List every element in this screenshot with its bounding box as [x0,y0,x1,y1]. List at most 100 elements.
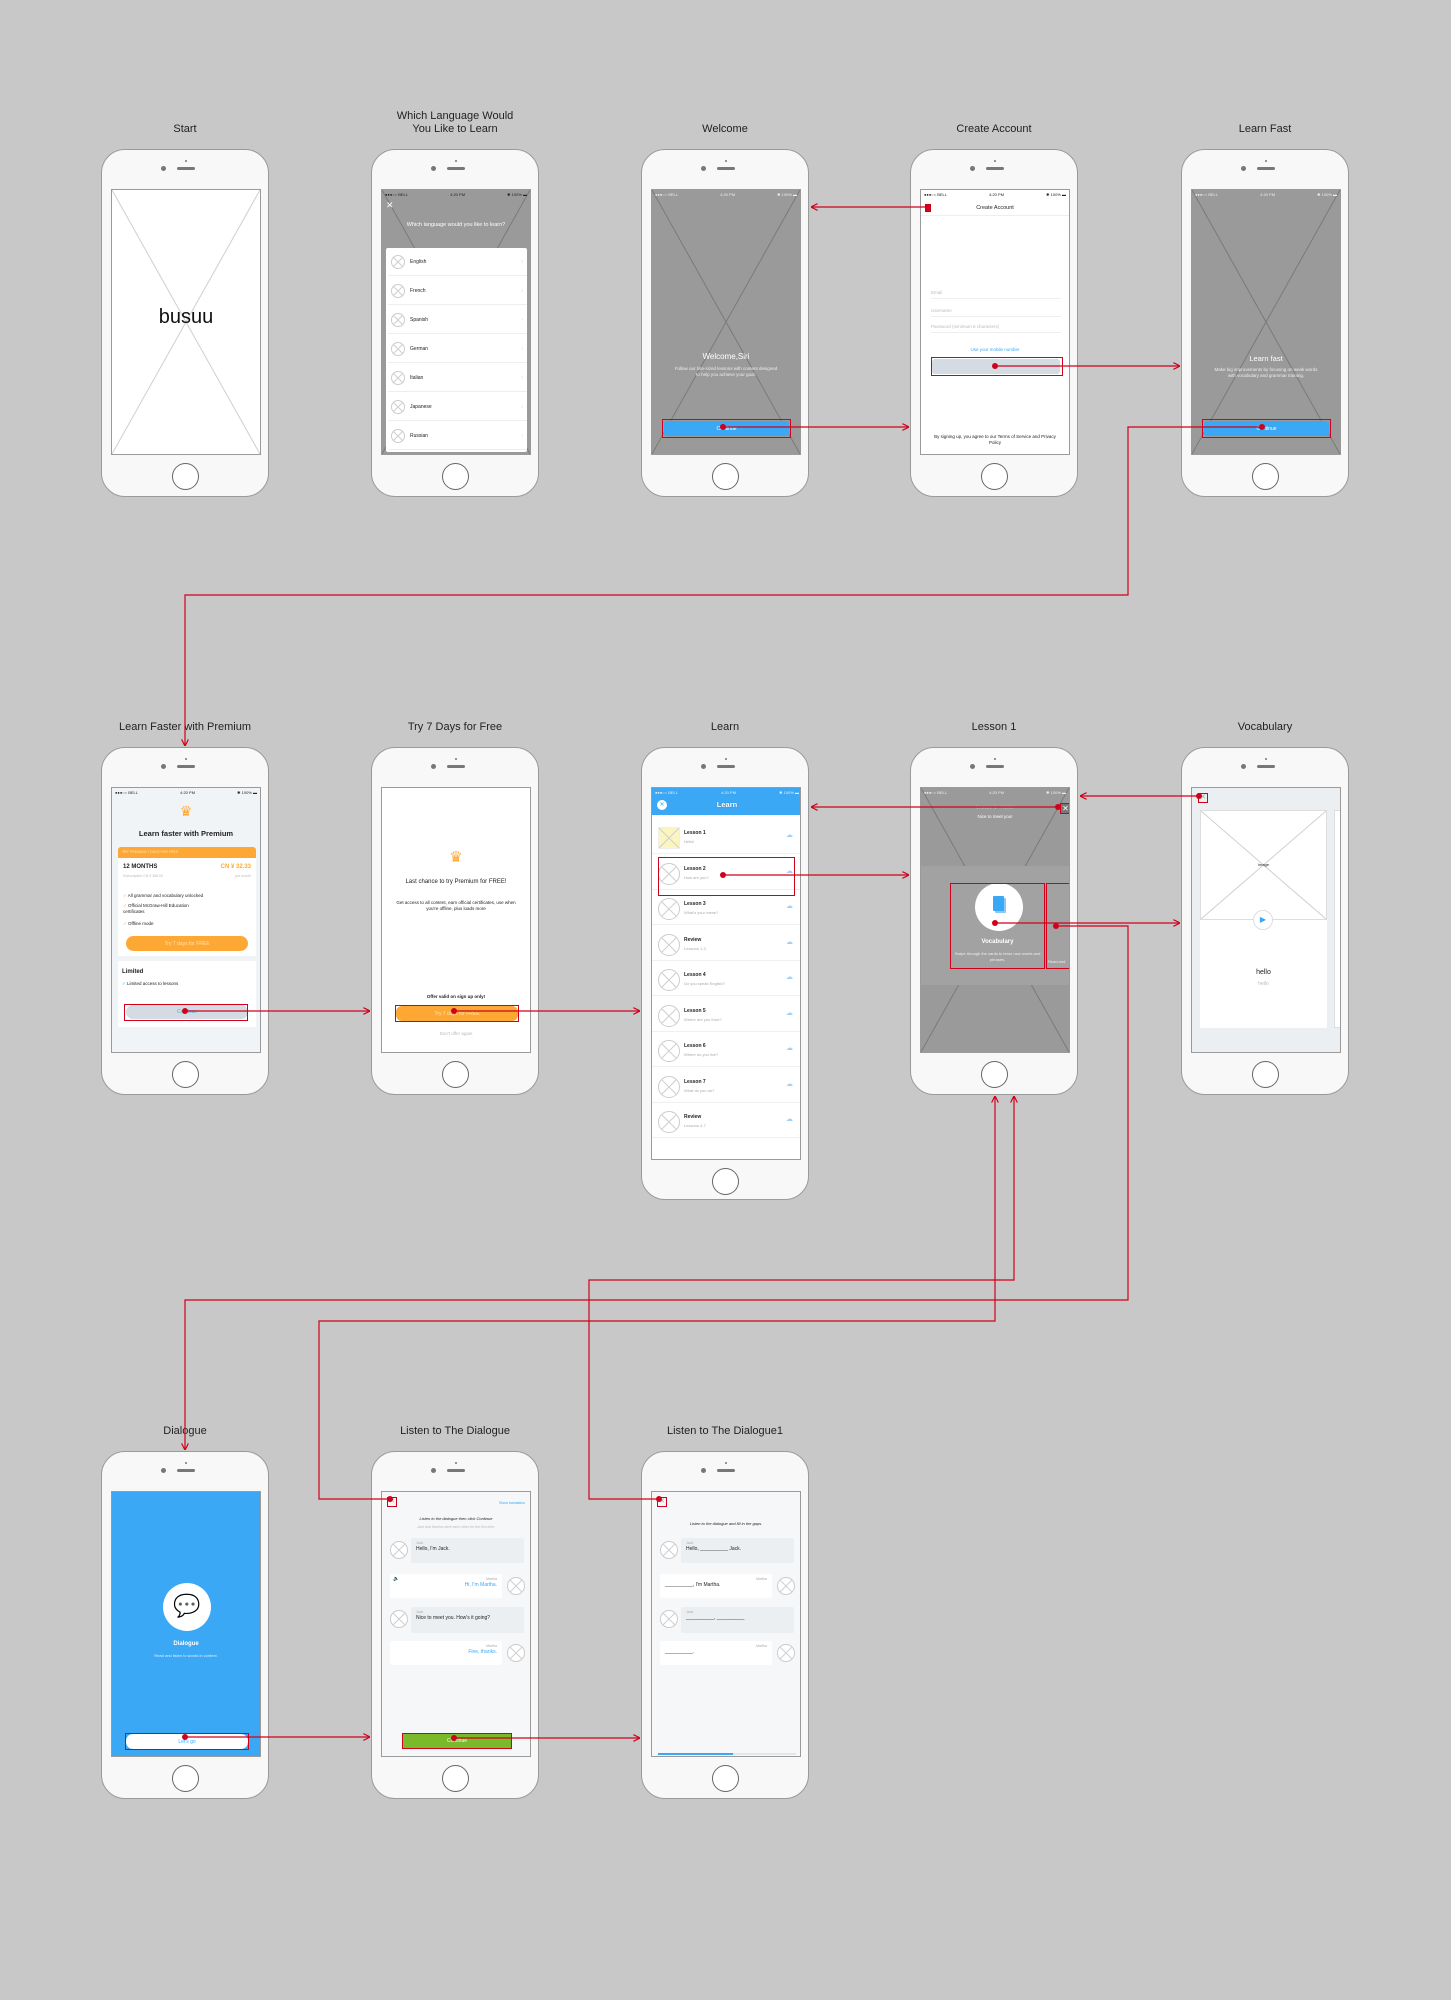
placeholder-cross-icon [391,1611,407,1627]
fill-gap-line[interactable]: Martha__________, I'm Martha. [660,1574,772,1598]
hotspot-try-free[interactable] [395,1005,519,1022]
screen-title-listen: Listen to The Dialogue [400,1425,510,1437]
home-button[interactable] [442,1765,469,1792]
mobile-number-link[interactable]: Use your mobile number [970,347,1020,352]
download-cloud-icon[interactable]: ☁ [786,974,793,981]
try-free-button[interactable]: Try 7 days for FREE [126,936,248,951]
continue-button[interactable]: Continue [402,1733,512,1749]
lesson-name: Review [684,936,702,943]
phone-try-free: ♛ Last chance to try Premium for FREE! G… [371,747,539,1095]
hotspot-continue[interactable] [1202,419,1331,438]
close-icon[interactable]: ✕ [1060,803,1069,814]
home-button[interactable] [442,1061,469,1088]
learn-fast-heading: Learn fast [1249,354,1283,363]
status-battery: ✱ 100% ▬ [1046,789,1066,795]
home-button[interactable] [712,463,739,490]
home-button[interactable] [712,1765,739,1792]
download-cloud-icon[interactable]: ☁ [786,903,793,910]
flashcard[interactable]: Image ▶ hello hello [1200,810,1327,1028]
close-icon[interactable]: ✕ [1198,793,1208,803]
status-time: 4:20 PM [1260,191,1276,197]
listen-context: Jack and Martha meet each other for the … [416,1525,496,1529]
hotspot-lesson-2[interactable] [658,857,795,896]
screen-title-create-account: Create Account [956,123,1032,135]
language-option[interactable]: Italian› [388,364,527,392]
placeholder-cross-icon [778,1645,794,1661]
language-option[interactable]: Japanese› [388,393,527,421]
language-option[interactable]: English› [388,248,527,276]
language-option[interactable]: French› [388,277,527,305]
feature-item: ✓ Offline mode [123,921,154,926]
show-translation-link[interactable]: Show translation [499,1501,525,1505]
phone-dialogue: 💬 Dialogue Read and listen to words in c… [101,1451,269,1799]
password-field[interactable]: Password (minimum 6 characters) [931,324,1061,333]
download-cloud-icon[interactable]: ☁ [786,1080,793,1088]
home-button[interactable] [712,1168,739,1195]
learn-title: Learn [716,800,738,809]
download-cloud-icon[interactable]: ☁ [786,867,793,875]
per-month: per month [235,874,251,878]
hotspot-continue[interactable] [124,1004,248,1021]
home-button[interactable] [1252,463,1279,490]
fill-gap-line[interactable]: Jack__________, __________ [681,1607,794,1633]
avatar [777,1644,795,1662]
hotspot-next-activity[interactable] [1046,883,1069,969]
welcome-body: Follow our bite-sized lessons with conte… [674,366,778,377]
download-cloud-icon[interactable]: ☁ [786,1045,793,1052]
language-option[interactable]: German› [388,335,527,363]
close-icon[interactable]: ✕ [657,800,667,810]
hotspot-continue[interactable] [662,419,791,438]
close-icon[interactable]: ✕ [387,1497,397,1507]
home-button[interactable] [172,463,199,490]
hotspot-lets-go[interactable] [125,1733,249,1750]
offer-text: Offer valid on sign up only! [426,994,486,999]
back-button[interactable] [925,204,931,212]
home-button[interactable] [981,463,1008,490]
lesson-thumbnail [658,933,680,956]
lets-go-button[interactable]: Let's go [126,1734,248,1749]
home-button[interactable] [172,1765,199,1792]
screen-title-learn: Learn [710,721,740,733]
hotspot-sign-up[interactable] [931,357,1063,376]
download-cloud-icon[interactable]: ☁ [786,832,793,839]
screen-title-vocabulary: Vocabulary [1237,721,1293,733]
home-button[interactable] [442,463,469,490]
email-field[interactable]: Email [931,290,1061,299]
close-icon[interactable]: ✕ [386,200,394,210]
fill-gap-line[interactable]: Martha__________. [660,1641,772,1665]
download-cloud-icon[interactable]: ☁ [786,1009,793,1017]
speech-bubble-icon: 💬 [163,1583,211,1631]
placeholder-cross-icon [508,1578,524,1594]
language-name: Spanish [410,316,429,323]
language-option[interactable]: Spanish› [388,306,527,334]
play-audio-icon[interactable]: ▶ [1253,910,1273,930]
lesson-thumbnail [658,827,680,849]
username-field[interactable]: Username [931,308,1061,317]
download-cloud-icon[interactable]: ☁ [786,1116,793,1123]
language-option[interactable]: Russian› [388,422,527,450]
flag-placeholder-icon [391,254,405,269]
dont-offer-again-link[interactable]: Don't offer again [439,1031,473,1036]
home-button[interactable] [172,1061,199,1088]
next-flashcard[interactable] [1334,810,1340,1028]
download-cloud-icon[interactable]: ☁ [786,938,793,946]
close-icon[interactable]: ✕ [657,1497,667,1507]
home-button[interactable] [1252,1061,1279,1088]
home-button[interactable] [981,1061,1008,1088]
hotspot-vocabulary[interactable] [950,883,1045,969]
